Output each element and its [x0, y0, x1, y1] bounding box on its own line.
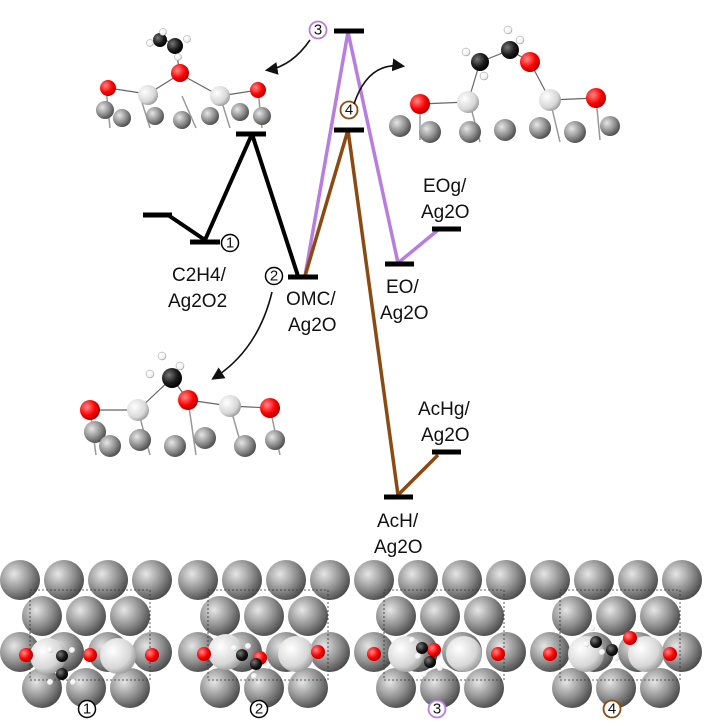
label-achg: AcHg/ Ag2O	[418, 399, 470, 446]
label-c2h4: C2H4/ Ag2O2	[168, 265, 227, 312]
svg-text:1: 1	[226, 235, 234, 252]
svg-text:AcHg/: AcHg/	[418, 399, 470, 420]
marker-2: 2	[264, 266, 284, 286]
svg-text:OMC/: OMC/	[286, 289, 336, 310]
svg-text:Ag2O: Ag2O	[380, 303, 429, 324]
black-pathway	[166, 133, 300, 277]
marker-3: 3	[308, 20, 328, 40]
eo-pathway	[303, 31, 440, 277]
svg-text:Ag2O: Ag2O	[421, 425, 470, 446]
svg-text:EOg/: EOg/	[423, 176, 467, 197]
arrow-omc-to-structure	[211, 291, 273, 380]
svg-text:Ag2O2: Ag2O2	[168, 291, 227, 312]
svg-text:2: 2	[270, 268, 278, 285]
svg-text:AcH/: AcH/	[377, 511, 419, 532]
label-eo: EO/ Ag2O	[380, 277, 429, 324]
top-view-panel-2	[178, 560, 350, 708]
svg-text:3: 3	[433, 701, 441, 718]
top-view-marker-4: 4	[602, 699, 622, 719]
arrows	[211, 39, 406, 380]
top-view-panel-4	[530, 560, 702, 708]
energy-levels	[143, 28, 461, 500]
structure-omc	[80, 351, 285, 457]
label-ach: AcH/ Ag2O	[374, 511, 423, 558]
top-view-panel-3	[354, 560, 526, 708]
marker-4: 4	[339, 100, 359, 120]
arrow-ts3-to-structure	[264, 39, 311, 75]
structure-ts-black	[96, 28, 271, 129]
top-view-marker-2: 2	[249, 699, 269, 719]
top-view-panel-1	[0, 560, 172, 708]
label-omc: OMC/ Ag2O	[286, 289, 337, 336]
svg-text:EO/: EO/	[386, 277, 419, 298]
svg-text:C2H4/: C2H4/	[172, 265, 227, 286]
structure-ts3	[389, 25, 620, 143]
marker-1: 1	[220, 233, 240, 253]
svg-text:2: 2	[255, 701, 263, 718]
top-view-marker-3: 3	[427, 699, 447, 719]
svg-text:4: 4	[345, 102, 353, 119]
label-eog: EOg/ Ag2O	[421, 176, 470, 223]
svg-text:1: 1	[83, 701, 91, 718]
top-view-marker-1: 1	[77, 699, 97, 719]
svg-text:3: 3	[314, 22, 322, 39]
svg-text:Ag2O: Ag2O	[374, 537, 423, 558]
svg-text:Ag2O: Ag2O	[288, 315, 337, 336]
arrow-ts4-to-structure	[353, 58, 406, 105]
svg-text:4: 4	[608, 701, 616, 718]
ach-pathway	[303, 129, 440, 497]
svg-text:Ag2O: Ag2O	[421, 202, 470, 223]
